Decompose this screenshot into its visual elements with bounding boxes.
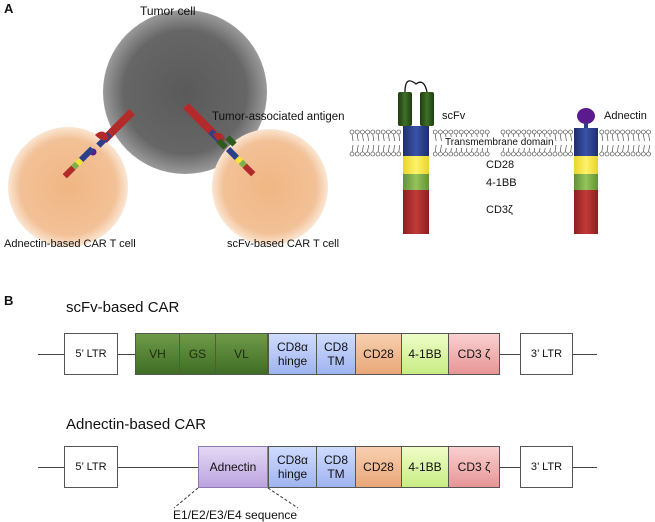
membrane-bilayer-right bbox=[500, 129, 651, 157]
panel-a-letter: A bbox=[4, 1, 14, 16]
adnectin-cd3z-box: CD3 ζ bbox=[448, 446, 500, 488]
cd8a-label: CD8α bbox=[277, 453, 308, 467]
scfv-label: scFv bbox=[442, 110, 466, 122]
adnectin-5ltr-box: 5’ LTR bbox=[64, 446, 118, 488]
scfv-cd8-tm-box: CD8 TM bbox=[316, 333, 356, 375]
adnectin-3ltr-box: 3’ LTR bbox=[520, 446, 573, 488]
adnectin-cd8a-hinge-box: CD8α hinge bbox=[268, 446, 317, 488]
cd3z-label-a: CD3ζ bbox=[486, 204, 513, 216]
transmembrane-domain-label: Transmembrane domain bbox=[444, 137, 555, 148]
scfv-cd28-box: CD28 bbox=[355, 333, 402, 375]
adnectin-cell-label: Adnectin-based CAR T cell bbox=[4, 238, 136, 250]
vl-box: VL bbox=[215, 333, 268, 375]
tumor-cell-label: Tumor cell bbox=[140, 4, 196, 18]
scfv-41bb-box: 4-1BB bbox=[401, 333, 449, 375]
sequence-label: E1/E2/E3/E4 sequence bbox=[173, 508, 298, 522]
scfv-cd8a-hinge-box: CD8α hinge bbox=[268, 333, 317, 375]
gs-label: GS bbox=[188, 347, 207, 361]
vl-label: VL bbox=[234, 347, 249, 361]
adnectin-cd8-tm-box: CD8 TM bbox=[316, 446, 356, 488]
sequence-callout-lines bbox=[173, 487, 299, 509]
tumor-antigen-label: Tumor-associated antigen bbox=[212, 111, 345, 123]
panel-b-letter: B bbox=[4, 293, 14, 308]
adnectin-cd28-box: CD28 bbox=[355, 446, 402, 488]
scfv-car-title: scFv-based CAR bbox=[66, 299, 180, 316]
scfv-3ltr-box: 3’ LTR bbox=[520, 333, 573, 375]
cd8-label: CD8 bbox=[323, 340, 348, 354]
41bb-label-a: 4-1BB bbox=[486, 177, 517, 189]
vh-box: VH bbox=[135, 333, 180, 375]
scfv-car-construct bbox=[398, 80, 434, 234]
cd8a-label: CD8α bbox=[277, 340, 308, 354]
panel-a-illustration bbox=[8, 10, 651, 247]
adnectin-box: Adnectin bbox=[198, 446, 268, 488]
adnectin-car-title: Adnectin-based CAR bbox=[66, 416, 207, 433]
gs-box: GS bbox=[179, 333, 216, 375]
hinge-label: hinge bbox=[277, 354, 308, 368]
hinge-label: hinge bbox=[277, 467, 308, 481]
adnectin-car-construct bbox=[574, 108, 598, 234]
adnectin-label: Adnectin bbox=[604, 110, 647, 122]
tm-label: TM bbox=[327, 354, 345, 368]
cd28-label-a: CD28 bbox=[486, 159, 515, 171]
membrane-bilayer-left bbox=[349, 129, 490, 157]
adnectin-41bb-box: 4-1BB bbox=[401, 446, 449, 488]
tm-label: TM bbox=[327, 467, 345, 481]
scfv-5ltr-box: 5’ LTR bbox=[64, 333, 118, 375]
scfv-cd3z-box: CD3 ζ bbox=[448, 333, 500, 375]
tumor-cell bbox=[103, 10, 267, 174]
vh-label: VH bbox=[149, 347, 166, 361]
adnectin-t-cell bbox=[8, 127, 128, 247]
cd8-label: CD8 bbox=[323, 453, 348, 467]
scfv-t-cell bbox=[212, 129, 328, 245]
scfv-cell-label: scFv-based CAR T cell bbox=[227, 238, 340, 250]
